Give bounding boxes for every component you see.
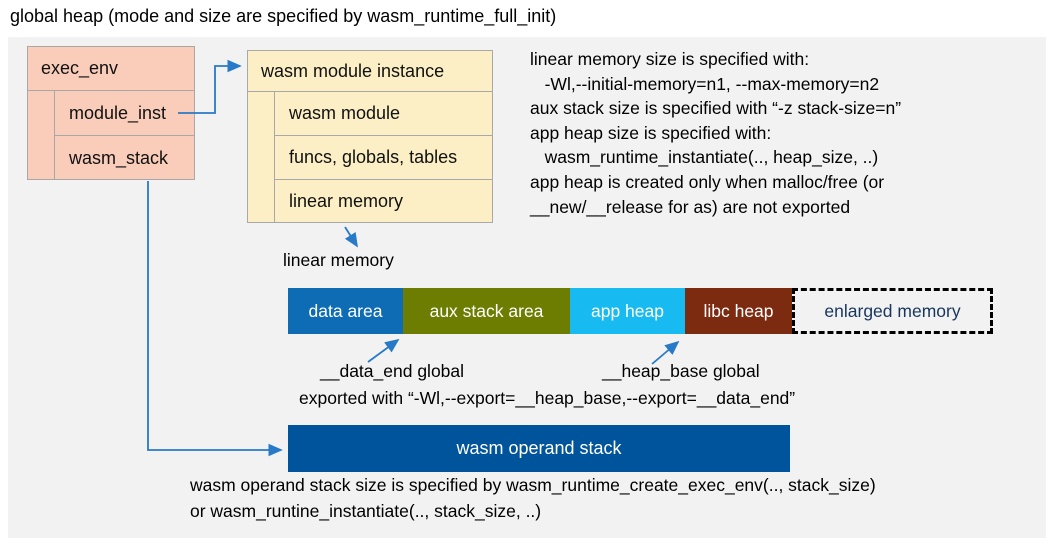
segment-data-area: data area: [288, 288, 403, 334]
module-instance-header: wasm module instance: [248, 51, 492, 92]
segment-libc-heap: libc heap: [685, 288, 792, 334]
heap-base-global-label: __heap_base global: [602, 361, 760, 381]
exec-env-row-wasm-stack: wasm_stack: [54, 136, 194, 180]
module-instance-rows: wasm module funcs, globals, tables linea…: [248, 92, 492, 223]
data-end-global-label: __data_end global: [320, 361, 465, 381]
segment-app-heap: app heap: [570, 288, 685, 334]
exec-env-rows: module_inst wasm_stack: [28, 91, 194, 180]
memory-size-notes: linear memory size is specified with: -W…: [530, 49, 902, 217]
module-instance-row-wasm-module: wasm module: [274, 92, 492, 136]
exported-with-label: exported with “-Wl,--export=__heap_base,…: [299, 388, 796, 408]
module-instance-box: wasm module instance wasm module funcs, …: [247, 50, 493, 223]
exec-env-box: exec_env module_inst wasm_stack: [27, 46, 195, 180]
exec-env-header: exec_env: [28, 47, 194, 91]
operand-stack-size-notes: wasm operand stack size is specified by …: [190, 475, 876, 521]
module-instance-row-funcs-globals-tables: funcs, globals, tables: [274, 136, 492, 180]
exec-env-row-module-inst: module_inst: [54, 91, 194, 136]
diagram-title: global heap (mode and size are specified…: [10, 6, 557, 26]
segment-aux-stack-area: aux stack area: [403, 288, 570, 334]
linear-memory-bar: data area aux stack area app heap libc h…: [288, 288, 993, 334]
wasm-operand-stack-bar: wasm operand stack: [288, 425, 790, 472]
module-instance-row-linear-memory: linear memory: [274, 180, 492, 223]
segment-enlarged-memory: enlarged memory: [792, 288, 993, 334]
linear-memory-label: linear memory: [283, 250, 394, 270]
